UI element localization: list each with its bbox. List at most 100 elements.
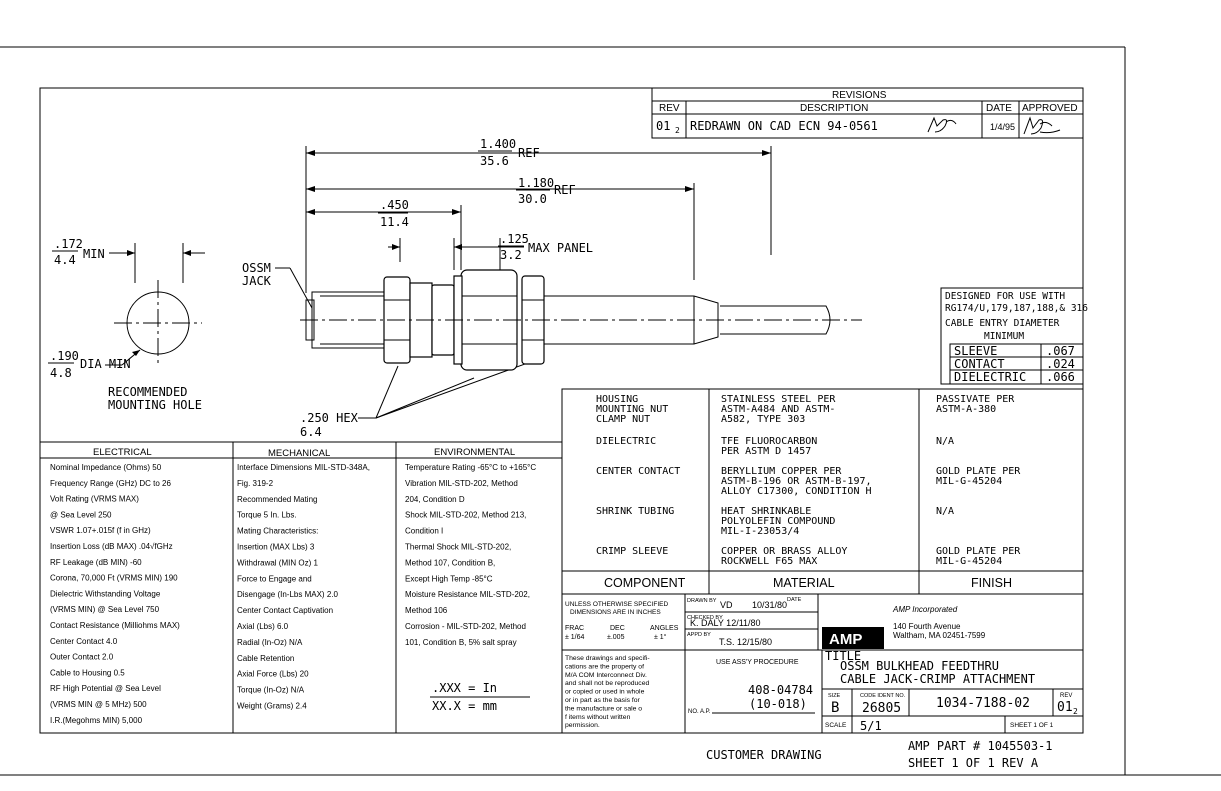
mechanical-spec-line: Torque (In-Oz) N/A: [237, 686, 305, 695]
checked-label: CHECKED BY: [687, 615, 723, 621]
drawing-title-2: CABLE JACK-CRIMP ATTACHMENT: [840, 672, 1035, 686]
dim-panel-in: .125: [500, 232, 529, 246]
electrical-spec-line: @ Sea Level 250: [50, 510, 112, 519]
customer-drawing: CUSTOMER DRAWING: [706, 748, 822, 762]
environmental-spec-line: Temperature Rating -65°C to +165°C: [405, 463, 536, 472]
material-component-text: DIELECTRIC: [596, 436, 656, 447]
dim-body-mm: 30.0: [518, 192, 547, 206]
mechanical-spec-line: Axial Force (Lbs) 20: [237, 670, 309, 679]
size-label: SIZE: [828, 693, 841, 699]
electrical-spec-line: (VRMS MIN) @ Sea Level 750: [50, 605, 160, 614]
dim-jack-in: .450: [380, 198, 409, 212]
environmental-spec-line: Method 106: [405, 606, 448, 615]
drawn-date: 10/31/80: [752, 600, 787, 610]
electrical-spec-line: VSWR 1.07+.015f (f in GHz): [50, 526, 151, 535]
usage-box: DESIGNED FOR USE WITH RG174/U,179,187,18…: [940, 287, 1088, 385]
property-notice-line: M/A COM Interconnect Div.: [565, 672, 647, 679]
mechanical-spec-line: Insertion (MAX Lbs) 3: [237, 543, 315, 552]
property-notice-line: cations are the property of: [565, 663, 644, 670]
material-finish-text: N/A: [936, 436, 954, 447]
usage-row-contact: CONTACT: [954, 357, 1005, 371]
dim-overall-mm: 35.6: [480, 154, 509, 168]
rev-number-sub: 2: [1073, 707, 1078, 716]
frac-label: FRAC: [565, 625, 584, 632]
material-material-text: STAINLESS STEEL PER: [721, 394, 836, 405]
mechanical-spec-line: Cable Retention: [237, 654, 294, 663]
dim-hole-mm: 4.4: [54, 253, 76, 267]
material-material-text: A582, TYPE 303: [721, 414, 805, 425]
procedure-sub: (10-018): [749, 697, 807, 711]
footer-component: COMPONENT: [604, 576, 686, 590]
electrical-spec-line: Nominal Impedance (Ohms) 50: [50, 463, 162, 472]
property-notice-line: f items without written: [565, 714, 631, 721]
usage-line-3: CABLE ENTRY DIAMETER: [945, 318, 1060, 329]
mechanical-spec-line: Weight (Grams) 2.4: [237, 702, 307, 711]
electrical-spec-line: Dielectric Withstanding Voltage: [50, 589, 161, 598]
scale-label: SCALE: [825, 722, 847, 729]
dec-label: DEC: [610, 625, 625, 632]
jack-label-2: JACK: [242, 274, 272, 288]
electrical-spec-line: (VRMS MIN @ 5 MHz) 500: [50, 700, 147, 709]
material-finish-text: ASTM-A-380: [936, 404, 996, 415]
amp-logo: AMP: [829, 631, 862, 648]
dim-hole-label: MIN: [83, 247, 105, 261]
mechanical-spec-line: Disengage (In-Lbs MAX) 2.0: [237, 590, 338, 599]
material-component-text: HOUSING: [596, 394, 638, 405]
electrical-spec-line: Insertion Loss (dB MAX) .04√fGHz: [50, 542, 173, 551]
usage-line-4: MINIMUM: [984, 331, 1024, 342]
rev-value: 01: [656, 119, 670, 133]
material-material-text: ALLOY C17300, CONDITION H: [721, 486, 872, 497]
environmental-spec-line: Corrosion - MIL-STD-202, Method: [405, 622, 526, 631]
material-material-text: COPPER OR BRASS ALLOY: [721, 546, 847, 557]
dim-overall-ref: REF: [518, 146, 540, 160]
material-finish-text: PASSIVATE PER: [936, 394, 1015, 405]
amp-logo-box: [822, 627, 884, 649]
environmental-spec-line: Thermal Shock MIL-STD-202,: [405, 543, 511, 552]
approved-signature: [1023, 116, 1061, 135]
unit-inches: .XXX = In: [432, 681, 497, 695]
mechanical-spec-line: Fig. 319-2: [237, 479, 274, 488]
material-finish-text: MIL-G-45204: [936, 556, 1002, 567]
material-material-text: MIL-I-23053/4: [721, 526, 799, 537]
environmental-spec-line: Condition I: [405, 527, 443, 536]
usage-row-sleeve: SLEEVE: [954, 344, 997, 358]
approved-by: T.S. 12/15/80: [719, 637, 772, 647]
checked-by: K. DALY 12/11/80: [690, 618, 761, 628]
electrical-spec-line: Corona, 70,000 Ft (VRMS MIN) 190: [50, 574, 178, 583]
unit-mm: XX.X = mm: [432, 699, 497, 713]
title-block: UNLESS OTHERWISE SPECIFIED DIMENSIONS AR…: [561, 593, 1084, 734]
material-component-text: CENTER CONTACT: [596, 466, 680, 477]
electrical-spec-line: Cable to Housing 0.5: [50, 668, 125, 677]
mechanical-spec-line: Radial (In-Oz) N/A: [237, 638, 303, 647]
tolerance-1: UNLESS OTHERWISE SPECIFIED: [565, 601, 668, 608]
usage-line-1: DESIGNED FOR USE WITH: [945, 291, 1065, 302]
revision-description: REDRAWN ON CAD ECN 94-0561: [690, 119, 878, 133]
approved-label: APPD BY: [687, 632, 711, 638]
material-material-text: PER ASTM D 1457: [721, 446, 811, 457]
mechanical-title: MECHANICAL: [268, 448, 330, 459]
electrical-spec-line: Frequency Range (GHz) DC to 26: [50, 479, 171, 488]
company-address-1: 140 Fourth Avenue: [893, 622, 961, 631]
frac-value: ± 1/64: [565, 634, 585, 641]
dim-panel-label: MAX PANEL: [528, 241, 593, 255]
material-material-text: TFE FLUOROCARBON: [721, 436, 817, 447]
mechanical-spec-line: Recommended Mating: [237, 495, 317, 504]
electrical-spec-line: RF High Potential @ Sea Level: [50, 684, 161, 693]
sheet-value: SHEET 1 OF 1: [1010, 722, 1054, 729]
size-value: B: [831, 700, 839, 716]
material-component-text: CLAMP NUT: [596, 414, 650, 425]
footer-finish: FINISH: [971, 576, 1012, 590]
rev-number: 01: [1057, 700, 1073, 715]
dim-dia-in: .190: [50, 349, 79, 363]
footer-material: MATERIAL: [773, 576, 835, 590]
rev-subscript: 2: [675, 126, 680, 135]
property-notice-line: or copied or used in whole: [565, 689, 645, 696]
company-name: AMP Incorporated: [892, 605, 958, 614]
tolerance-2: DIMENSIONS ARE IN INCHES: [570, 609, 661, 616]
environmental-spec-line: 204, Condition D: [405, 495, 465, 504]
connector-side-view: OSSM JACK: [242, 261, 862, 371]
property-notice-line: the manufacture or sale o: [565, 705, 642, 712]
mechanical-spec-line: Interface Dimensions MIL-STD-348A,: [237, 463, 370, 472]
procedure-number: 408-04784: [748, 683, 813, 697]
